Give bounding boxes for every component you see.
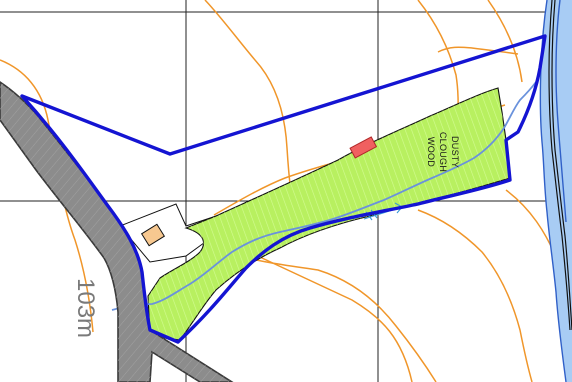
wood-name-label: DUSTY CLOUGH WOOD xyxy=(426,132,460,172)
contour-line-4 xyxy=(487,0,523,83)
building-red xyxy=(349,136,378,159)
building-tan xyxy=(140,223,166,247)
spot-height-label-group: 103m xyxy=(72,278,99,338)
contour-line-8 xyxy=(225,251,437,382)
wood-name-line-1: DUSTY xyxy=(450,136,460,168)
stream xyxy=(111,81,537,311)
river-bank-east xyxy=(555,0,567,223)
contour-line-9 xyxy=(417,209,533,382)
wood-name-line-3: WOOD xyxy=(426,137,436,167)
river-channel-b xyxy=(551,0,572,331)
road-hatching xyxy=(0,82,232,382)
woodland-hatching xyxy=(148,88,510,340)
site-boundary xyxy=(20,34,547,344)
spot-height-label: 103m xyxy=(72,278,99,338)
contour-line-5 xyxy=(437,46,519,55)
river xyxy=(539,0,572,382)
river-channel-a xyxy=(548,0,571,331)
wood-name-line-2: CLOUGH xyxy=(438,132,448,172)
